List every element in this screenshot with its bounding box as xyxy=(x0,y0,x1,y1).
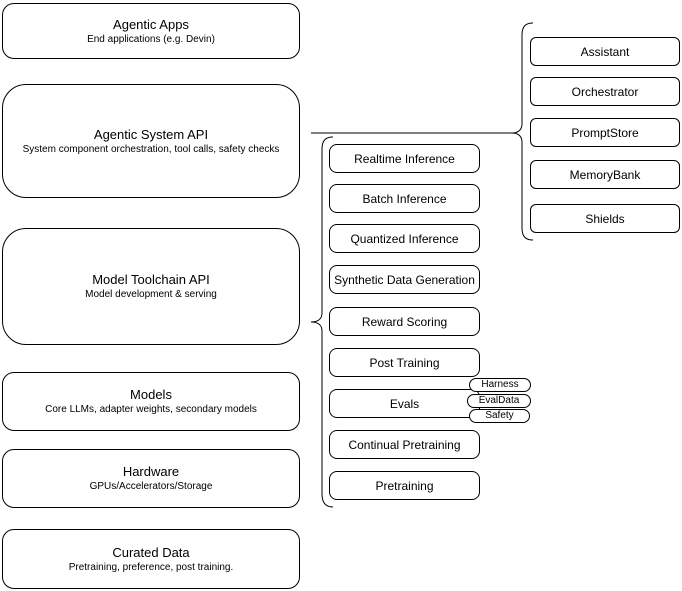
node-subtitle: End applications (e.g. Devin) xyxy=(87,33,215,45)
tag-evaldata: EvalData xyxy=(467,394,531,408)
node-orchestrator: Orchestrator xyxy=(530,77,680,106)
node-subtitle: Core LLMs, adapter weights, secondary mo… xyxy=(45,404,257,415)
node-curated-data: Curated Data Pretraining, preference, po… xyxy=(2,529,300,589)
node-shields: Shields xyxy=(530,204,680,233)
node-label: Continual Pretraining xyxy=(348,437,461,452)
tag-harness: Harness xyxy=(469,378,531,392)
node-label: Orchestrator xyxy=(571,84,639,99)
node-label: Realtime Inference xyxy=(354,151,455,166)
tag-label: EvalData xyxy=(478,395,520,406)
node-title: Model Toolchain API xyxy=(92,272,210,287)
tag-safety: Safety xyxy=(469,409,530,423)
node-title: Curated Data xyxy=(112,544,190,560)
node-model-toolchain-api: Model Toolchain API Model development & … xyxy=(2,228,300,345)
node-hardware: Hardware GPUs/Accelerators/Storage xyxy=(2,449,300,508)
node-label: PromptStore xyxy=(571,125,639,140)
node-label: Evals xyxy=(389,396,420,411)
node-memorybank: MemoryBank xyxy=(530,160,680,189)
node-synthetic-data-generation: Synthetic Data Generation xyxy=(329,265,480,294)
node-quantized-inference: Quantized Inference xyxy=(329,224,480,253)
node-subtitle: System component orchestration, tool cal… xyxy=(22,143,280,155)
node-subtitle: Pretraining, preference, post training. xyxy=(68,561,234,573)
node-title: Models xyxy=(130,387,172,402)
node-label: Assistant xyxy=(580,44,630,59)
node-batch-inference: Batch Inference xyxy=(329,184,480,213)
node-title: Agentic System API xyxy=(93,126,209,142)
node-assistant: Assistant xyxy=(530,37,680,66)
node-continual-pretraining: Continual Pretraining xyxy=(329,430,480,459)
node-post-training: Post Training xyxy=(329,348,480,377)
tag-label: Harness xyxy=(481,379,519,390)
node-subtitle: Model development & serving xyxy=(85,289,217,300)
node-label: Quantized Inference xyxy=(350,231,459,246)
node-label: Shields xyxy=(585,211,625,226)
node-agentic-system-api: Agentic System API System component orch… xyxy=(2,84,300,198)
node-realtime-inference: Realtime Inference xyxy=(329,144,480,173)
node-title: Hardware xyxy=(122,464,180,479)
node-label: Pretraining xyxy=(375,478,434,493)
node-label: Batch Inference xyxy=(362,191,447,206)
node-label: Synthetic Data Generation xyxy=(334,272,475,287)
node-title: Agentic Apps xyxy=(113,16,189,32)
node-label: Reward Scoring xyxy=(361,314,448,329)
node-evals: Evals xyxy=(329,389,480,418)
node-pretraining: Pretraining xyxy=(329,471,480,500)
node-reward-scoring: Reward Scoring xyxy=(329,307,480,336)
node-label: Post Training xyxy=(369,355,440,370)
tag-label: Safety xyxy=(485,410,514,421)
node-agentic-apps: Agentic Apps End applications (e.g. Devi… xyxy=(2,3,300,59)
node-promptstore: PromptStore xyxy=(530,118,680,147)
node-subtitle: GPUs/Accelerators/Storage xyxy=(89,481,213,492)
node-label: MemoryBank xyxy=(569,167,641,182)
node-models: Models Core LLMs, adapter weights, secon… xyxy=(2,372,300,431)
